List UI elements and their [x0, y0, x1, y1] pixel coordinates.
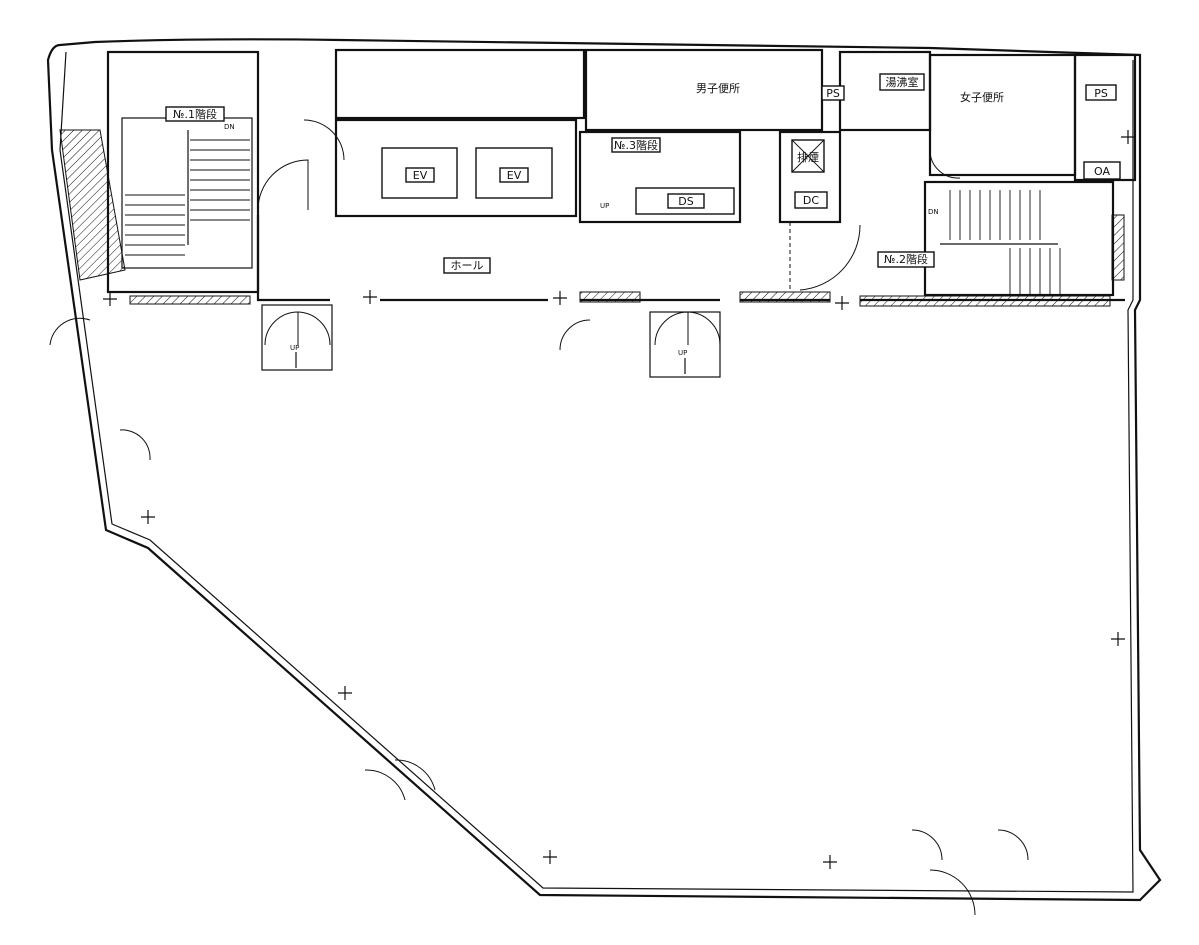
svg-text:UP: UP — [290, 344, 299, 352]
svg-text:EV: EV — [507, 169, 522, 182]
room-label-smoke: 排煙 — [791, 139, 825, 173]
svg-text:№.3階段: №.3階段 — [614, 138, 658, 152]
svg-text:UP: UP — [678, 349, 687, 357]
stair-2-treads — [940, 190, 1061, 295]
room-label-stair-2: №.2階段 — [877, 251, 935, 268]
svg-text:OA: OA — [1094, 165, 1110, 178]
svg-text:排煙: 排煙 — [797, 150, 819, 164]
stair-1-treads — [125, 130, 250, 256]
entry-center-up: UP — [649, 311, 721, 378]
svg-text:PS: PS — [1094, 87, 1108, 100]
room-label-ds: DS — [635, 187, 735, 215]
room-label-stair-3: №.3階段 — [611, 137, 661, 153]
room-label-stair-1: №.1階段 — [165, 106, 225, 122]
column-markers — [103, 130, 1135, 869]
room-label-ps-left: PS — [821, 85, 845, 101]
stair-1-dn: DN — [224, 123, 235, 131]
svg-text:女子便所: 女子便所 — [960, 90, 1004, 104]
room-label-mens-wc: 男子便所 — [696, 82, 740, 95]
core-walls — [106, 48, 1137, 307]
svg-text:ホール: ホール — [451, 259, 484, 272]
stair-2-dn: DN — [928, 208, 939, 216]
room-label-ps-right: PS — [1085, 84, 1117, 101]
room-label-oa: OA — [1083, 161, 1121, 180]
svg-text:№.2階段: №.2階段 — [884, 252, 928, 266]
room-label-ev-1: EV — [381, 147, 458, 199]
svg-text:DC: DC — [803, 194, 819, 207]
svg-text:DS: DS — [678, 195, 693, 208]
svg-text:EV: EV — [413, 169, 428, 182]
stair-3-up: UP — [600, 202, 609, 210]
door-swings — [49, 119, 1029, 916]
room-label-kitchenette: 湯沸室 — [879, 73, 925, 91]
room-label-hall: ホール — [443, 257, 491, 274]
entry-left-up: UP — [261, 304, 333, 371]
room-label-ev-2: EV — [475, 147, 553, 199]
svg-text:PS: PS — [826, 87, 840, 100]
room-label-womens-wc: 女子便所 — [960, 90, 1004, 104]
svg-text:№.1階段: №.1階段 — [173, 107, 217, 121]
room-label-dc: DC — [794, 191, 828, 209]
svg-text:男子便所: 男子便所 — [696, 82, 740, 95]
exterior-wall — [46, 38, 1162, 902]
svg-text:湯沸室: 湯沸室 — [886, 75, 919, 89]
